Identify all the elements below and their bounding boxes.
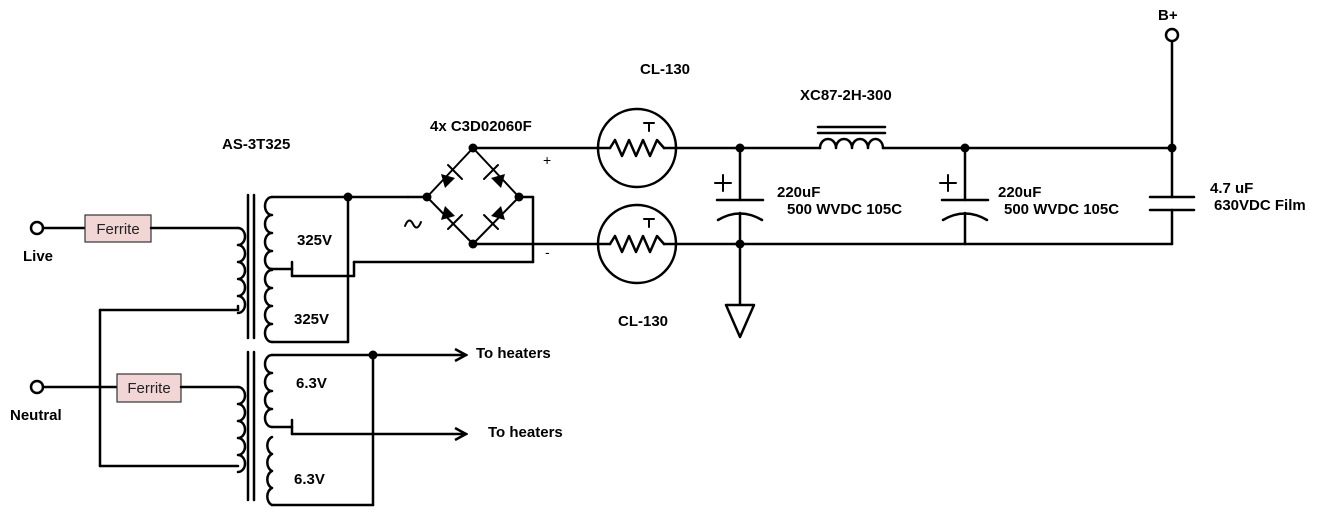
cap3-value-label: 4.7 uF xyxy=(1210,180,1253,197)
neutral-label: Neutral xyxy=(10,407,62,424)
live-terminal xyxy=(29,220,45,236)
choke-label: XC87-2H-300 xyxy=(800,87,892,104)
sec-63-a-label: 6.3V xyxy=(296,375,327,392)
primary-winding-1 xyxy=(236,226,247,315)
cap3-rating-label: 630VDC Film xyxy=(1214,197,1306,214)
polarity-plus-icon xyxy=(714,174,732,192)
cap1-value-label: 220uF xyxy=(777,184,820,201)
heater-winding-b xyxy=(266,435,274,507)
ntc-thermistor-bottom xyxy=(596,203,678,285)
heaters-label-1: To heaters xyxy=(476,345,551,362)
ntc-bottom-label: CL-130 xyxy=(618,313,668,330)
ground-icon xyxy=(724,303,756,339)
cap1-rating-label: 500 WVDC 105C xyxy=(787,201,902,218)
bridge-plus-label: + xyxy=(543,152,551,168)
ferrite-live-label: Ferrite xyxy=(96,221,139,238)
neutral-terminal xyxy=(29,379,45,395)
cap2-value-label: 220uF xyxy=(998,184,1041,201)
sec-325-b-label: 325V xyxy=(294,311,329,328)
bplus-label: B+ xyxy=(1158,7,1178,24)
heaters-label-2: To heaters xyxy=(488,424,563,441)
capacitor-2 xyxy=(939,146,990,246)
transformer-label: AS-3T325 xyxy=(222,136,290,153)
ntc-top-label: CL-130 xyxy=(640,61,690,78)
ferrite-neutral-label: Ferrite xyxy=(127,380,170,397)
capacitor-3 xyxy=(1148,146,1196,246)
secondary-winding-325-a xyxy=(263,195,274,271)
ntc-thermistor-top xyxy=(596,107,678,189)
sec-325-a-label: 325V xyxy=(297,232,332,249)
capacitor-1 xyxy=(714,146,765,339)
cap2-rating-label: 500 WVDC 105C xyxy=(1004,201,1119,218)
bridge-label: 4x C3D02060F xyxy=(430,118,532,135)
diode-icon xyxy=(441,174,455,188)
polarity-plus-icon xyxy=(939,174,957,192)
junction-dot xyxy=(368,350,378,360)
transformer-core xyxy=(246,193,256,502)
choke-inductor xyxy=(816,125,887,150)
ac-symbol-icon xyxy=(404,219,422,229)
diode-icon xyxy=(491,174,505,188)
ferrite-bead-live: Ferrite xyxy=(84,214,152,243)
secondary-winding-325-b xyxy=(263,268,274,344)
ferrite-bead-neutral: Ferrite xyxy=(116,373,182,403)
diode-icon xyxy=(441,206,455,220)
live-label: Live xyxy=(23,248,53,265)
heater-winding-a xyxy=(263,353,274,429)
primary-winding-2 xyxy=(236,385,247,474)
diode-icon xyxy=(491,206,505,220)
junction-dot xyxy=(343,192,353,202)
sec-63-b-label: 6.3V xyxy=(294,471,325,488)
bplus-terminal xyxy=(1164,27,1180,43)
bridge-minus-label: - xyxy=(545,244,550,260)
